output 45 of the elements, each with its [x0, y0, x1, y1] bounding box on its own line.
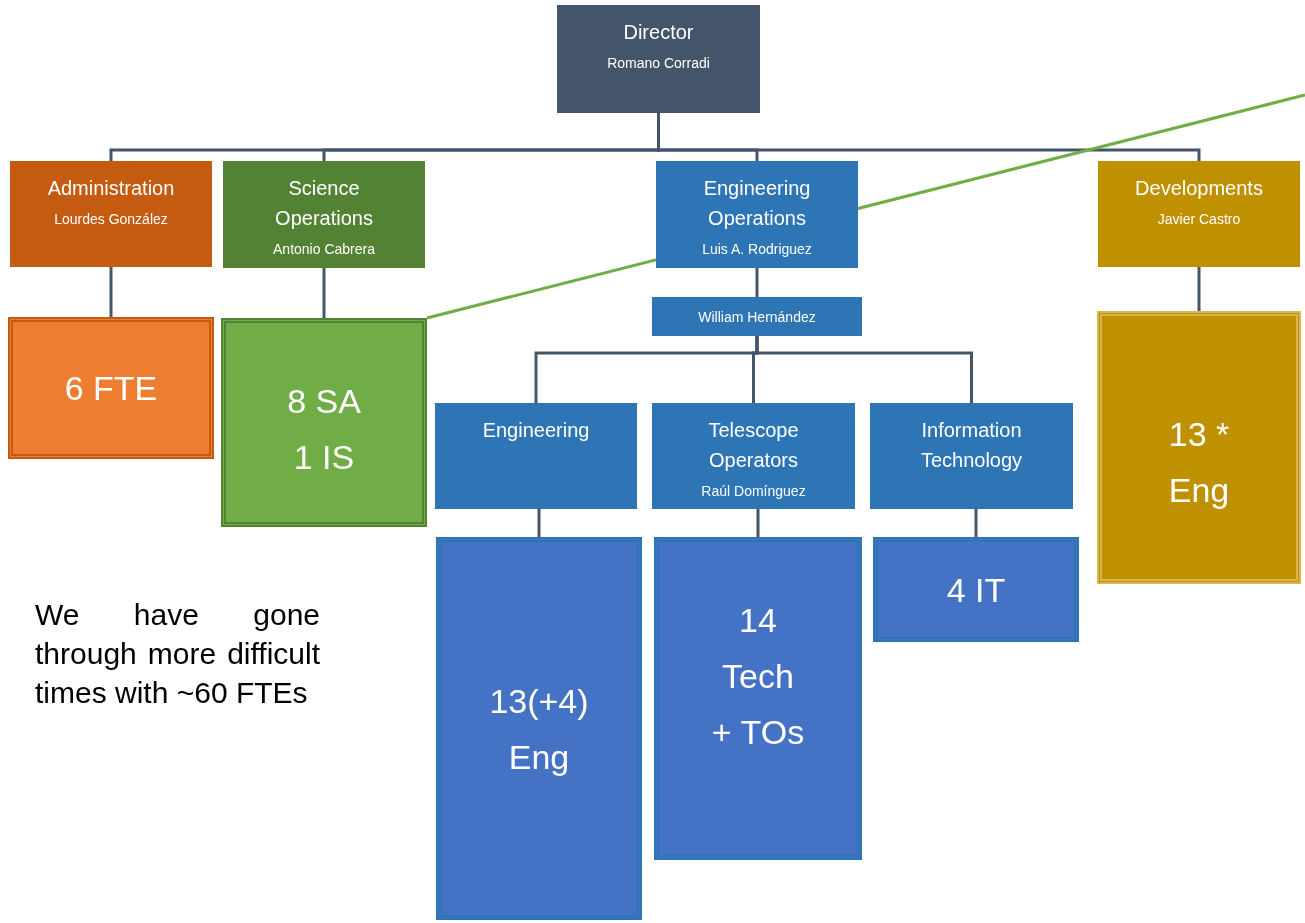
connector-line [109, 267, 113, 317]
connector-line [537, 509, 541, 537]
connector-line [755, 268, 759, 297]
unit-title: Information Technology [919, 418, 1024, 473]
connector-line [974, 509, 978, 537]
person-name: Javier Castro [1157, 211, 1241, 227]
unit-box [223, 161, 425, 268]
unit-title: Administration [46, 176, 176, 201]
staff-box [221, 318, 427, 527]
unit-title: Science Operations [274, 176, 374, 231]
unit-title: Engineering Operations [702, 176, 812, 231]
unit-box [656, 161, 858, 268]
unit-box [557, 5, 760, 113]
unit-box [435, 403, 637, 509]
staff-count: 14 Tech + TOs [710, 600, 806, 753]
staff-count: 6 FTE [64, 368, 158, 409]
unit-title: Engineering [481, 418, 591, 443]
person-name: Romano Corradi [607, 55, 710, 71]
staff-count: 4 IT [946, 569, 1006, 611]
unit-title: Telescope Operators [707, 418, 800, 473]
unit-box [652, 403, 855, 509]
staff-count: 13 * Eng [1167, 414, 1231, 511]
staff-count: 13(+4) Eng [488, 680, 590, 778]
staff-box [654, 537, 862, 860]
unit-title: Director [622, 20, 695, 45]
unit-box [1098, 161, 1300, 267]
person-name: Raúl Domínguez [701, 483, 806, 499]
connector-line [1197, 267, 1201, 311]
connector-line [756, 509, 760, 537]
unit-box [10, 161, 212, 267]
staff-box [1097, 311, 1301, 584]
connector-line [322, 268, 326, 318]
note-text: We have gone through more difficult times with ~60 FTEs [35, 597, 320, 711]
unit-box [652, 297, 862, 336]
unit-box [870, 403, 1073, 509]
person-name: Antonio Cabrera [273, 241, 375, 257]
person-name: Lourdes González [54, 211, 168, 227]
staff-box [8, 317, 214, 459]
staff-count: 8 SA 1 IS [286, 381, 362, 478]
person-name: Luis A. Rodriguez [702, 241, 812, 257]
connector-line [755, 336, 973, 403]
staff-box [873, 537, 1079, 642]
staff-box [436, 537, 642, 920]
unit-title: Developments [1134, 176, 1264, 201]
person-name: William Hernández [698, 308, 816, 325]
